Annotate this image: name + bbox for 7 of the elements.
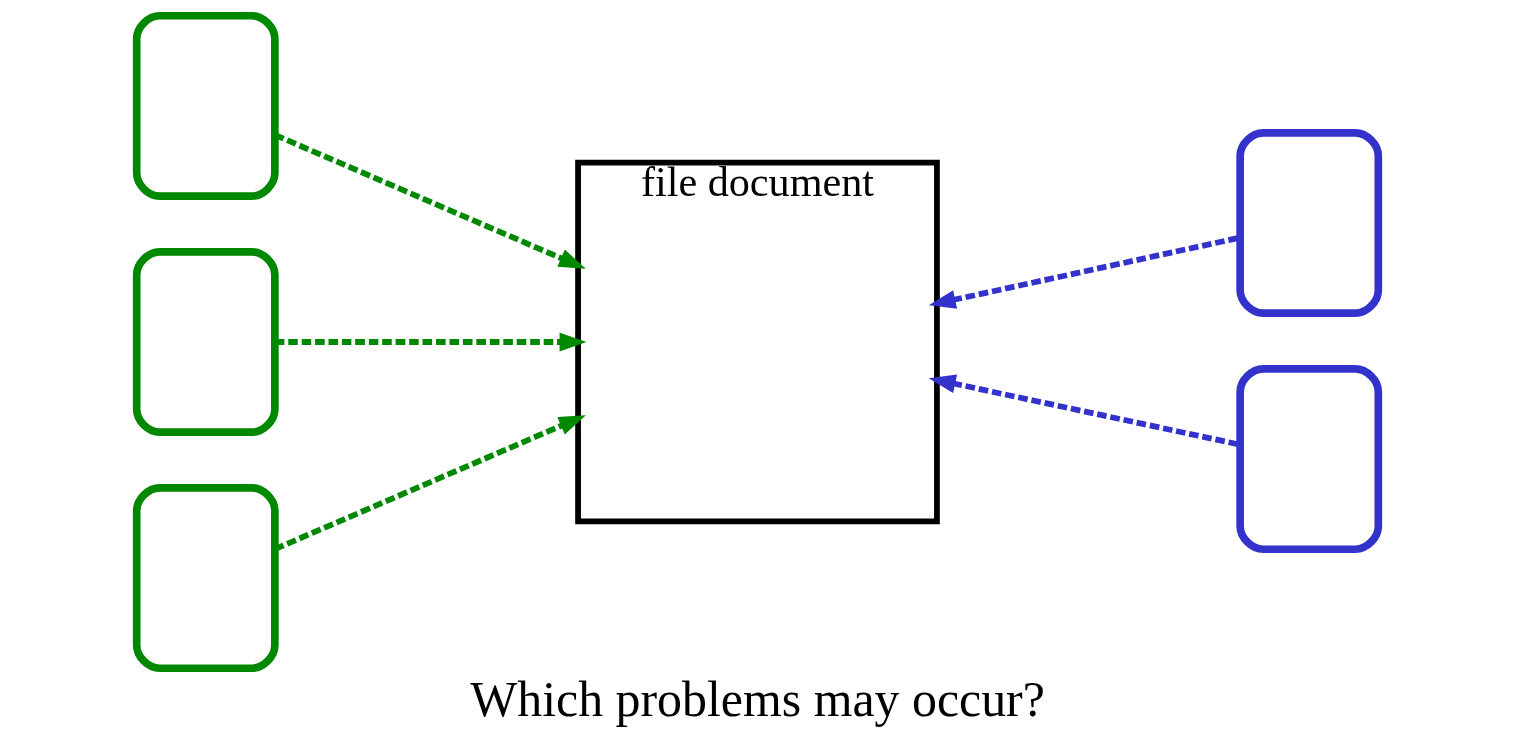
node-wave: [1236, 365, 1383, 554]
caption: Which problems may occur?: [470, 671, 1045, 727]
node-wave: [1236, 129, 1383, 318]
node-wave: [132, 484, 279, 673]
node-box: file document: [575, 159, 940, 525]
node-wave: [132, 247, 279, 437]
node-wave: [132, 11, 279, 200]
